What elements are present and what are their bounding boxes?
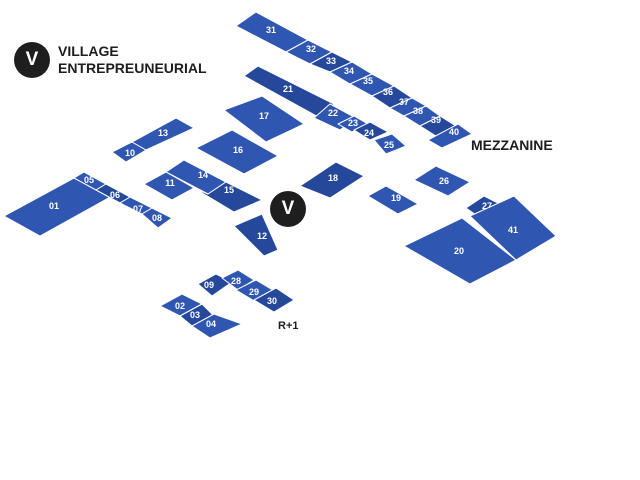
village-marker[interactable]: V [270, 191, 306, 227]
room-04[interactable] [191, 313, 243, 339]
room-26[interactable] [413, 165, 471, 197]
legend-line-1: VILLAGE [58, 43, 119, 59]
room-30[interactable] [253, 287, 295, 313]
room-19[interactable] [367, 185, 419, 215]
room-13[interactable] [131, 117, 195, 151]
room-16[interactable] [195, 129, 279, 175]
room-40[interactable] [427, 123, 473, 149]
legend-label: VILLAGE ENTREPREUNEURIAL [58, 43, 207, 77]
room-17[interactable] [223, 95, 305, 143]
floor-label-mezzanine: MEZZANINE [471, 137, 553, 153]
room-25[interactable] [373, 133, 407, 155]
room-08[interactable] [141, 207, 173, 229]
village-badge: V [14, 42, 50, 78]
room-15[interactable] [193, 181, 263, 213]
room-12[interactable] [233, 213, 279, 257]
room-41[interactable] [469, 195, 557, 261]
floor-label-r1: R+1 [278, 320, 299, 332]
room-18[interactable] [299, 161, 365, 199]
room-24[interactable] [353, 121, 389, 141]
legend-line-2: ENTREPREUNEURIAL [58, 60, 207, 76]
room-21[interactable] [243, 65, 335, 119]
legend: V VILLAGE ENTREPREUNEURIAL [14, 42, 207, 78]
